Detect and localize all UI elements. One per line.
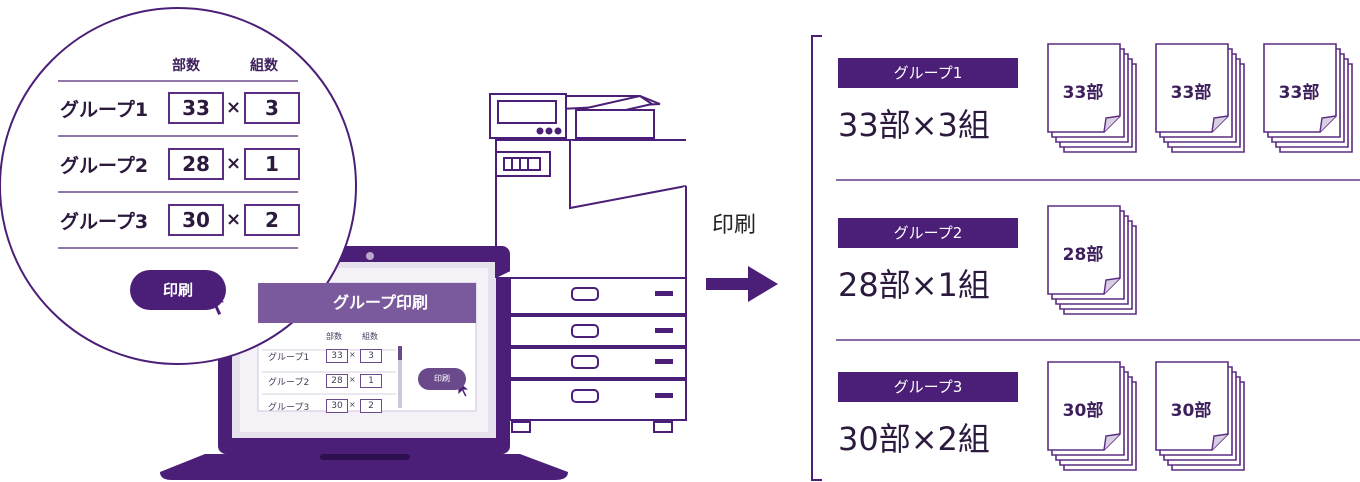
laptop-group-3-copies[interactable]: 30 — [326, 399, 348, 413]
result-group-1-tag: グループ1 — [838, 58, 1018, 88]
arrow-icon — [706, 266, 778, 302]
laptop-window-title: グループ印刷 — [258, 283, 476, 323]
group-2-sets-field[interactable]: 1 — [244, 148, 300, 180]
document-stack — [1155, 43, 1245, 153]
document-label: 33部 — [1170, 83, 1212, 103]
laptop-group-1-label: グループ1 — [268, 353, 310, 363]
times-sign: × — [226, 153, 242, 174]
laptop-group-1-sets[interactable]: 3 — [360, 349, 382, 363]
group-1-sets-field[interactable]: 3 — [244, 92, 300, 124]
laptop-group-2-copies[interactable]: 28 — [326, 374, 348, 388]
document-stack — [1047, 205, 1137, 315]
document-label: 30部 — [1170, 401, 1212, 421]
result-group-1-calc: 33部×3組 — [838, 106, 990, 144]
result-group-3-calc: 30部×2組 — [838, 420, 990, 458]
group-1-label: グループ1 — [60, 99, 149, 121]
printer-illustration — [489, 93, 687, 433]
document-label: 28部 — [1062, 245, 1104, 265]
zoom-print-button[interactable]: 印刷 — [130, 270, 226, 310]
times-sign: × — [226, 209, 242, 230]
result-bracket — [811, 35, 1360, 481]
document-label: 33部 — [1062, 83, 1104, 103]
document-stack — [1155, 361, 1245, 471]
copies-header: 部数 — [172, 58, 200, 74]
laptop-sets-header: 組数 — [362, 332, 378, 341]
laptop-group-2-sets[interactable]: 1 — [360, 374, 382, 388]
laptop-copies-header: 部数 — [326, 332, 342, 341]
document-label: 33部 — [1278, 83, 1320, 103]
group-2-copies-field[interactable]: 28 — [168, 148, 224, 180]
group-2-label: グループ2 — [60, 155, 149, 177]
document-stack — [1047, 361, 1137, 471]
laptop-print-button[interactable]: 印刷 — [418, 368, 466, 390]
document-stack — [1047, 43, 1137, 153]
group-3-label: グループ3 — [60, 211, 149, 233]
laptop-times-sign: × — [349, 375, 356, 384]
sets-header: 組数 — [250, 58, 278, 74]
result-group-2-tag: グループ2 — [838, 218, 1018, 248]
laptop-group-2-label: グループ2 — [268, 378, 310, 388]
group-1-copies-field[interactable]: 33 — [168, 92, 224, 124]
result-group-3-tag: グループ3 — [838, 372, 1018, 402]
laptop-times-sign: × — [349, 400, 356, 409]
document-stack — [1263, 43, 1353, 153]
laptop-group-3-label: グループ3 — [268, 403, 310, 413]
laptop-group-3-sets[interactable]: 2 — [360, 399, 382, 413]
result-group-2-calc: 28部×1組 — [838, 266, 990, 304]
group-3-sets-field[interactable]: 2 — [244, 204, 300, 236]
print-arrow-label: 印刷 — [712, 213, 757, 238]
document-label: 30部 — [1062, 401, 1104, 421]
document-stacks — [1047, 43, 1353, 471]
times-sign: × — [226, 97, 242, 118]
laptop-times-sign: × — [349, 350, 356, 359]
group-3-copies-field[interactable]: 30 — [168, 204, 224, 236]
laptop-group-1-copies[interactable]: 33 — [326, 349, 348, 363]
